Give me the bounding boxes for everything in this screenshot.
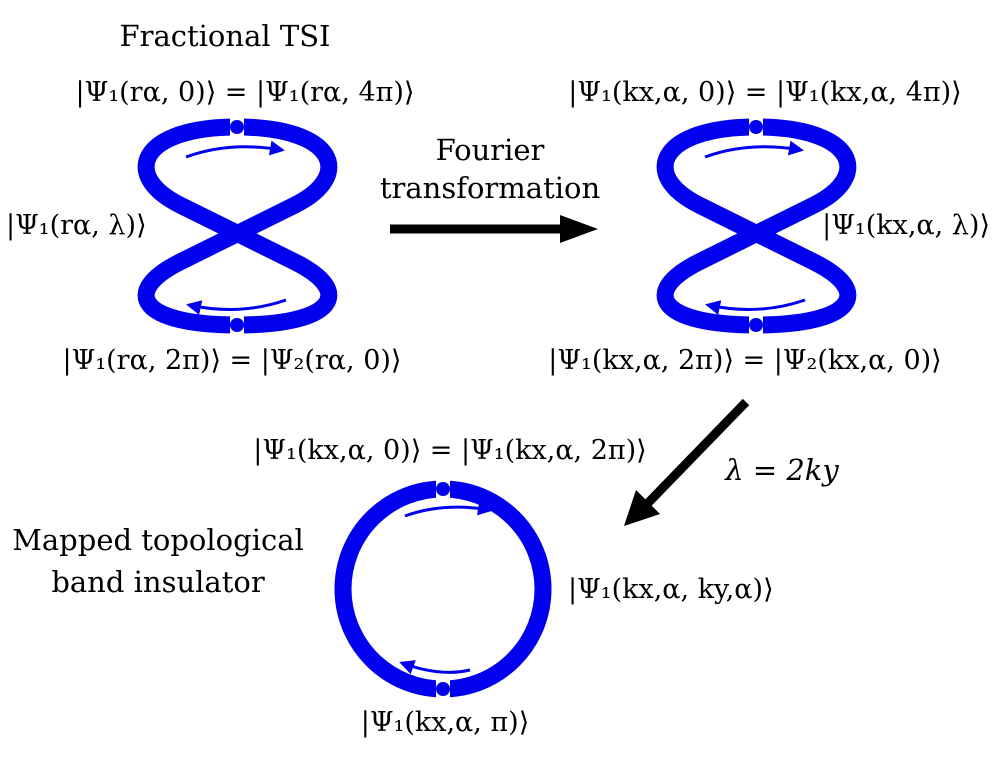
left-state-bottom: |Ψ₁(rα, 2π)⟩ = |Ψ₂(rα, 0)⟩ <box>63 345 402 376</box>
node-dot-bottom <box>230 318 244 332</box>
node-dot-top <box>230 120 244 134</box>
fourier-arrow <box>390 215 598 243</box>
mapping-arrow-head <box>624 490 660 526</box>
right-state-lambda: |Ψ₁(kx,α, λ)⟩ <box>822 210 990 241</box>
direction-arrow-top <box>704 140 804 159</box>
right-state-top: |Ψ₁(kx,α, 0)⟩ = |Ψ₁(kx,α, 4π)⟩ <box>568 77 961 108</box>
mapped-title-line2: band insulator <box>51 565 265 599</box>
fourier-label-line1: Fourier <box>436 133 545 167</box>
node-dot-top <box>749 120 763 134</box>
fourier-arrow-head <box>560 215 598 243</box>
node-dot-bottom <box>749 318 763 332</box>
node-dot-top <box>436 482 450 496</box>
mapped-title-line1: Mapped topological <box>12 523 304 557</box>
figure-eight-path <box>656 118 857 334</box>
fractional-tsi-title: Fractional TSI <box>119 19 330 53</box>
fourier-label-line2: transformation <box>380 171 600 205</box>
figure-eight-path <box>137 118 338 334</box>
left-state-top: |Ψ₁(rα, 0)⟩ = |Ψ₁(rα, 4π)⟩ <box>76 77 415 108</box>
circular-loop-mapped <box>334 474 552 704</box>
node-dot-bottom <box>436 682 450 696</box>
mapping-arrow <box>624 398 750 526</box>
direction-arrow-bottom <box>399 660 471 675</box>
mapping-arrow-shaft <box>644 398 750 507</box>
ring-state-top: |Ψ₁(kx,α, 0)⟩ = |Ψ₁(kx,α, 2π)⟩ <box>253 435 646 466</box>
direction-arrow-bottom <box>186 298 287 315</box>
ring-state-bottom: |Ψ₁(kx,α, π)⟩ <box>361 707 530 738</box>
direction-arrow-top <box>404 500 493 518</box>
direction-arrow-bottom <box>705 298 806 315</box>
direction-arrow-top <box>185 140 285 159</box>
ring-path <box>334 480 552 698</box>
left-state-lambda: |Ψ₁(rα, λ)⟩ <box>6 210 147 241</box>
ring-state-right: |Ψ₁(kx,α, ky,α)⟩ <box>568 574 774 605</box>
lambda-mapping-label: λ = 2ky <box>724 453 839 487</box>
right-state-bottom: |Ψ₁(kx,α, 2π)⟩ = |Ψ₂(kx,α, 0)⟩ <box>548 345 941 376</box>
figure-eight-loop-left <box>137 112 338 340</box>
figure-eight-loop-right <box>656 112 857 340</box>
